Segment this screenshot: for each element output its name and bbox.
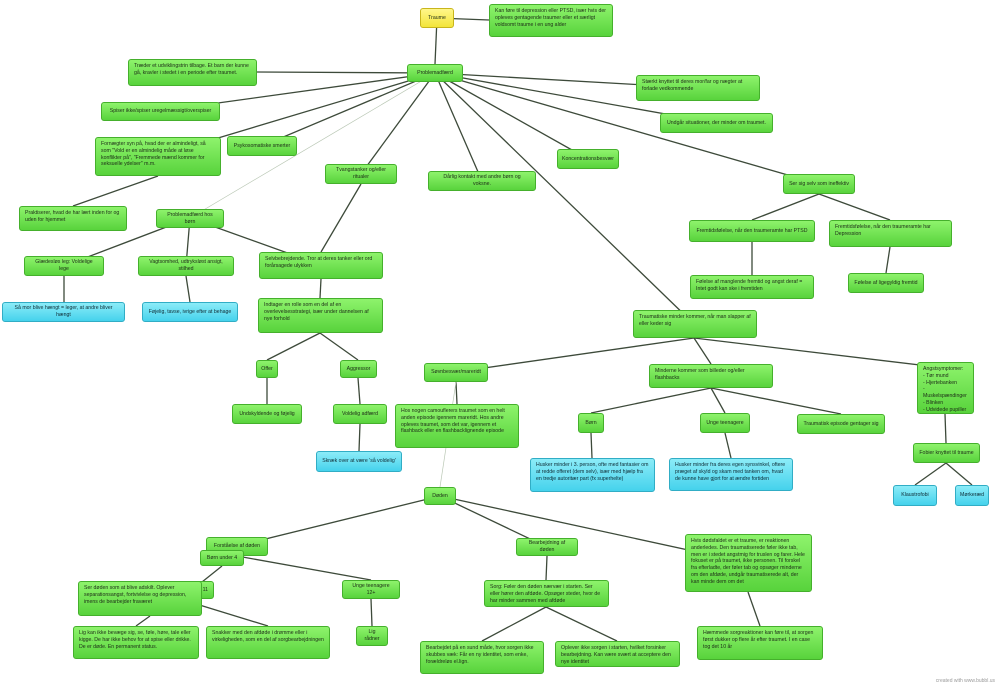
node-husker-3person[interactable]: Husker minder i 3. person, ofte med fant… (530, 458, 655, 492)
node-undskyldende[interactable]: Undskyldende og føjelig (232, 404, 302, 424)
connector-line (455, 381, 458, 405)
connector-line (434, 72, 483, 182)
connector-line (358, 423, 361, 452)
node-ineffektiv[interactable]: Ser sig selv som ineffektiv (783, 174, 855, 194)
node-indtager-rolle[interactable]: Indtager en rolle som en del af en overl… (258, 298, 383, 333)
node-klaustrofobi[interactable]: Klaustrofobi (893, 485, 937, 506)
connector-line (818, 193, 891, 221)
node-snakker[interactable]: Snakker med den afdøde i drømme eller i … (206, 626, 330, 659)
node-spiser[interactable]: Spiser ikke/spiser uregelmæssigt/overspi… (101, 102, 220, 121)
node-voldelig-adfaerd[interactable]: Voldelig adfærd (333, 404, 387, 424)
node-bearbejdet[interactable]: Bearbejdet på en sund måde, hvor sorgen … (420, 641, 544, 674)
node-selvbebrejdende[interactable]: Selvbebrejdende. Tror at deres tanker el… (259, 252, 383, 279)
node-hos-nogen[interactable]: Hos nogen camouflerers traumet som en he… (395, 404, 519, 448)
node-hvis-doedsfaldet[interactable]: Hvis dødsfaldet er et traume, er reaktio… (685, 534, 812, 592)
node-moerkerad[interactable]: Mørkeræd (955, 485, 989, 506)
node-traume-note[interactable]: Kan føre til depression eller PTSD, især… (489, 4, 613, 37)
node-unge-teenagere[interactable]: Unge teenagere (700, 413, 750, 433)
node-koncentration[interactable]: Koncentrationsbesvær (557, 149, 619, 169)
connector-line (590, 432, 593, 459)
node-vagtsomhed[interactable]: Vagtsomhed, udtryksløst ansigt, stilhed (138, 256, 234, 276)
node-problemadfaerd[interactable]: Problemadfærd (407, 64, 463, 82)
connector-line (693, 337, 946, 369)
connector-line (266, 332, 321, 361)
node-bearbejdning[interactable]: Bearbejdning af døden (516, 538, 578, 556)
node-problem-boern[interactable]: Problemadfærd hos børn (156, 209, 224, 228)
connector-line (914, 462, 947, 486)
connector-line (256, 71, 436, 74)
node-praktiserer[interactable]: Praktiserer, hvad de har lært inden for … (19, 206, 127, 231)
connector-line (370, 598, 373, 627)
connector-line (357, 377, 361, 405)
connector-line (185, 275, 191, 303)
node-sovnbesvaer[interactable]: Søvnbesvær/mareridt (424, 363, 488, 382)
node-lig-kan[interactable]: Lig kan ikke bevæge sig, se, føle, høre,… (73, 626, 199, 659)
node-boern-under-4[interactable]: Børn under 4 (200, 550, 244, 566)
node-psykosomatiske[interactable]: Psykosomatiske smerter (227, 136, 297, 156)
connector-line (693, 337, 712, 365)
node-traumatiske-minder[interactable]: Traumatiske minder kommer, når man slapp… (633, 310, 757, 338)
connector-line (751, 193, 820, 221)
connector-line (545, 555, 548, 581)
node-foelelse-ligegyldig[interactable]: Følelse af ligegyldig fremtid (848, 273, 924, 293)
watermark: created with www.bubbl.us (935, 678, 995, 684)
node-doeden[interactable]: Døden (424, 487, 456, 505)
connector-line (236, 555, 372, 581)
connector-line (481, 606, 547, 642)
node-sorg[interactable]: Sorg: Føler den døden nærvær i starten. … (484, 580, 609, 607)
node-fornaegter[interactable]: Fornægter syn på, hvad der er almindelig… (95, 137, 221, 176)
node-traumatisk-gentager[interactable]: Traumatisk episode gentager sig (797, 414, 885, 434)
node-staerkt-knyttet[interactable]: Stærkt knyttet til deres mor/far og nægt… (636, 75, 760, 101)
connector-line (545, 606, 618, 642)
node-saa-mor[interactable]: Så mor blive hængt = leger, at andre bli… (2, 302, 125, 322)
node-traume[interactable]: Traume (420, 8, 454, 28)
node-glaedesloes[interactable]: Glædesløs leg: Voldelige lege (24, 256, 104, 276)
connector-line (455, 337, 695, 373)
node-tvangstanker[interactable]: Tvangstanker og/eller ritualer (325, 164, 397, 184)
node-husker-synsvinkel[interactable]: Husker minder fra deres egen synsvinkel,… (669, 458, 793, 491)
node-offer[interactable]: Offer (256, 360, 278, 378)
connector-line (590, 387, 712, 414)
node-mindre-billeder[interactable]: Minderne kommer som billeder og/eller fl… (649, 364, 773, 388)
connector-line (747, 591, 761, 627)
node-regression[interactable]: Træder et udviklingstrin tilbage. Et bar… (128, 59, 257, 86)
connector-line (135, 615, 151, 627)
node-aggressor[interactable]: Aggressor (340, 360, 377, 378)
node-fremtid-ptsd[interactable]: Fremtidsfølelse, når den traumeramte har… (689, 220, 815, 242)
connector-line (236, 495, 441, 547)
connector-line (360, 72, 436, 175)
connector-line (319, 332, 359, 361)
node-undgaar[interactable]: Undgår situationer, der minder om traume… (660, 113, 773, 133)
connector-line (434, 72, 820, 185)
connector-line (945, 462, 973, 486)
node-daarlig-kontakt[interactable]: Dårlig kontakt med andre børn og voksne. (428, 171, 536, 191)
connector-line (944, 413, 947, 444)
connector-line (724, 432, 732, 459)
connector-line (261, 72, 436, 147)
node-oplever-ikke[interactable]: Oplever ikke sorgen i starten, hvilket f… (555, 641, 680, 667)
connector-line (434, 72, 695, 325)
node-lig-raadner[interactable]: Lig rådner (356, 626, 388, 646)
connector-line (72, 175, 159, 207)
connector-line (885, 246, 891, 274)
node-fremtid-depression[interactable]: Fremtidsfølelse, når den traumeramte har… (829, 220, 952, 247)
connector-line (189, 72, 436, 219)
node-unge-12[interactable]: Unge teenagere 12+ (342, 580, 400, 599)
node-fojelig[interactable]: Føjelig, tavse, ivrige efter at behage (142, 302, 238, 322)
node-hoemmede[interactable]: Hæmmede sorgreaktioner kan føre til, at … (697, 626, 823, 660)
connector-line (434, 72, 589, 160)
node-ser-doeden[interactable]: Ser døden som at blive adskilt. Oplever … (78, 581, 202, 616)
node-foelelse-manglende[interactable]: Følelse af manglende fremtid og angst de… (690, 275, 814, 299)
connector-line (710, 387, 726, 414)
connector-line (319, 278, 322, 299)
node-angst[interactable]: Angstsymptomer: - Tør mund - Hjertebanke… (917, 362, 974, 414)
connector-line (710, 387, 842, 415)
node-fobier[interactable]: Fobier knyttet til traume (913, 443, 980, 463)
node-boern[interactable]: Børn (578, 413, 604, 433)
connector-line (320, 183, 362, 253)
node-skraek[interactable]: Skræk over at være 'så voldelig' (316, 451, 402, 472)
